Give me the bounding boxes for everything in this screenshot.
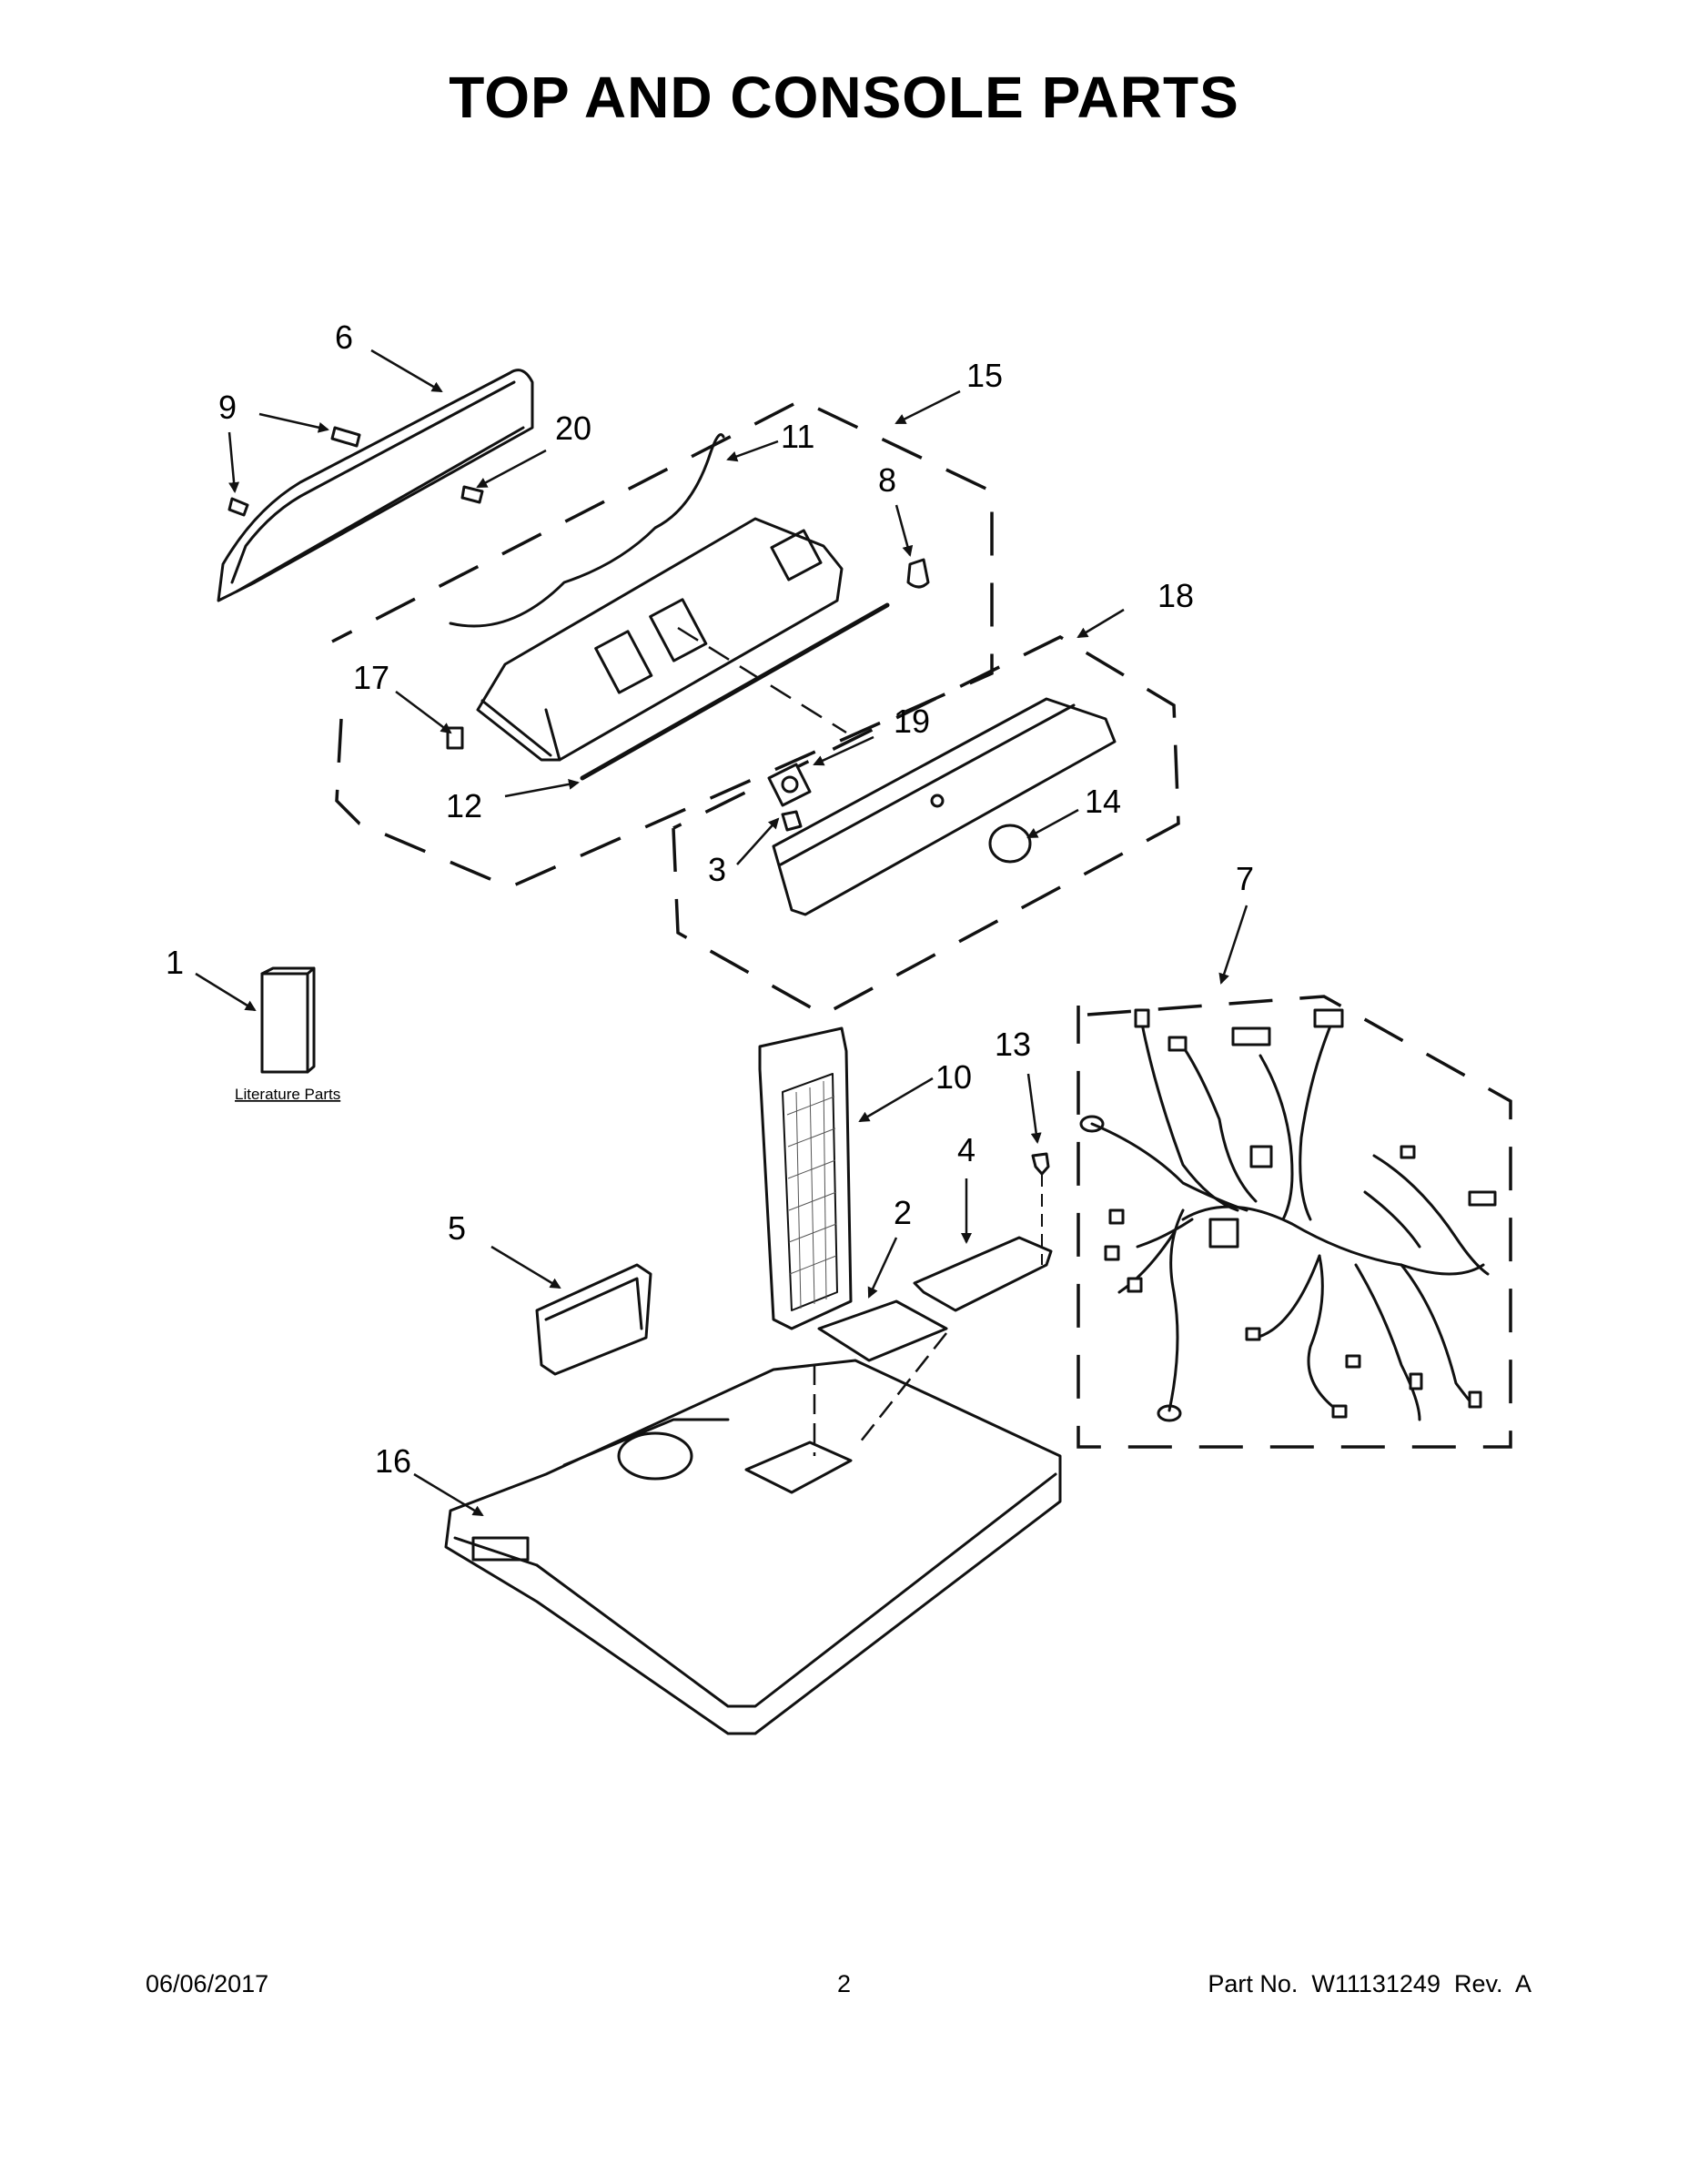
callout-6: 6 bbox=[335, 318, 353, 356]
callout-9: 9 bbox=[218, 389, 237, 426]
switch-part-19 bbox=[767, 763, 812, 807]
screw-part-13 bbox=[1031, 1152, 1050, 1176]
literature-part-1 bbox=[260, 966, 316, 1074]
callout-16: 16 bbox=[375, 1442, 411, 1480]
callout-7: 7 bbox=[1236, 860, 1254, 897]
pad-part-2 bbox=[817, 1299, 948, 1362]
screw-part-3 bbox=[781, 810, 803, 832]
console-trim-part-6 bbox=[217, 369, 534, 602]
callout-17: 17 bbox=[353, 659, 389, 696]
screw-part-20 bbox=[460, 485, 484, 504]
footer-part-number: Part No. W11131249 Rev. A bbox=[1208, 1970, 1531, 1997]
callout-labels: 1 2 3 4 5 6 7 8 9 10 11 12 13 14 15 16 1… bbox=[166, 318, 1254, 1480]
callout-5: 5 bbox=[448, 1209, 466, 1247]
callout-19: 19 bbox=[894, 703, 930, 740]
callout-15: 15 bbox=[966, 357, 1003, 394]
bracket-part-8 bbox=[906, 558, 930, 589]
top-panel-part-16 bbox=[444, 1359, 1062, 1735]
control-board-part-5 bbox=[535, 1263, 652, 1376]
callout-8: 8 bbox=[878, 461, 896, 499]
callout-14: 14 bbox=[1085, 783, 1121, 820]
leader-lines bbox=[195, 349, 1248, 1517]
callout-10: 10 bbox=[935, 1058, 972, 1096]
control-panel-part-18 bbox=[772, 697, 1117, 916]
footer-page-number: 2 bbox=[836, 1970, 852, 1997]
callout-11: 11 bbox=[781, 418, 814, 455]
wire-harness-group-7 bbox=[1076, 995, 1512, 1449]
callout-1: 1 bbox=[166, 944, 184, 981]
callout-4: 4 bbox=[957, 1131, 975, 1168]
callout-20: 20 bbox=[555, 410, 591, 447]
bracket-part-4 bbox=[913, 1236, 1053, 1312]
callout-2: 2 bbox=[894, 1194, 912, 1231]
literature-parts-label: Literature Parts bbox=[235, 1086, 340, 1103]
footer-date: 06/06/2017 bbox=[146, 1970, 269, 1997]
callout-3: 3 bbox=[708, 851, 726, 888]
lint-screen-part-10 bbox=[758, 1026, 853, 1330]
strip-part-12 bbox=[580, 602, 890, 781]
console-assembly-group-15 bbox=[331, 399, 994, 889]
console-body bbox=[476, 517, 844, 762]
control-panel-group-18 bbox=[672, 635, 1180, 1016]
callout-18: 18 bbox=[1157, 577, 1194, 614]
callout-13: 13 bbox=[995, 1026, 1031, 1063]
knob-part-14 bbox=[988, 824, 1032, 864]
callout-12: 12 bbox=[446, 787, 482, 824]
wire-harness-part-7 bbox=[1079, 1008, 1497, 1422]
page-title: TOP AND CONSOLE PARTS bbox=[449, 65, 1239, 130]
screw-part-9 bbox=[227, 426, 361, 517]
wire-part-11 bbox=[449, 433, 725, 628]
